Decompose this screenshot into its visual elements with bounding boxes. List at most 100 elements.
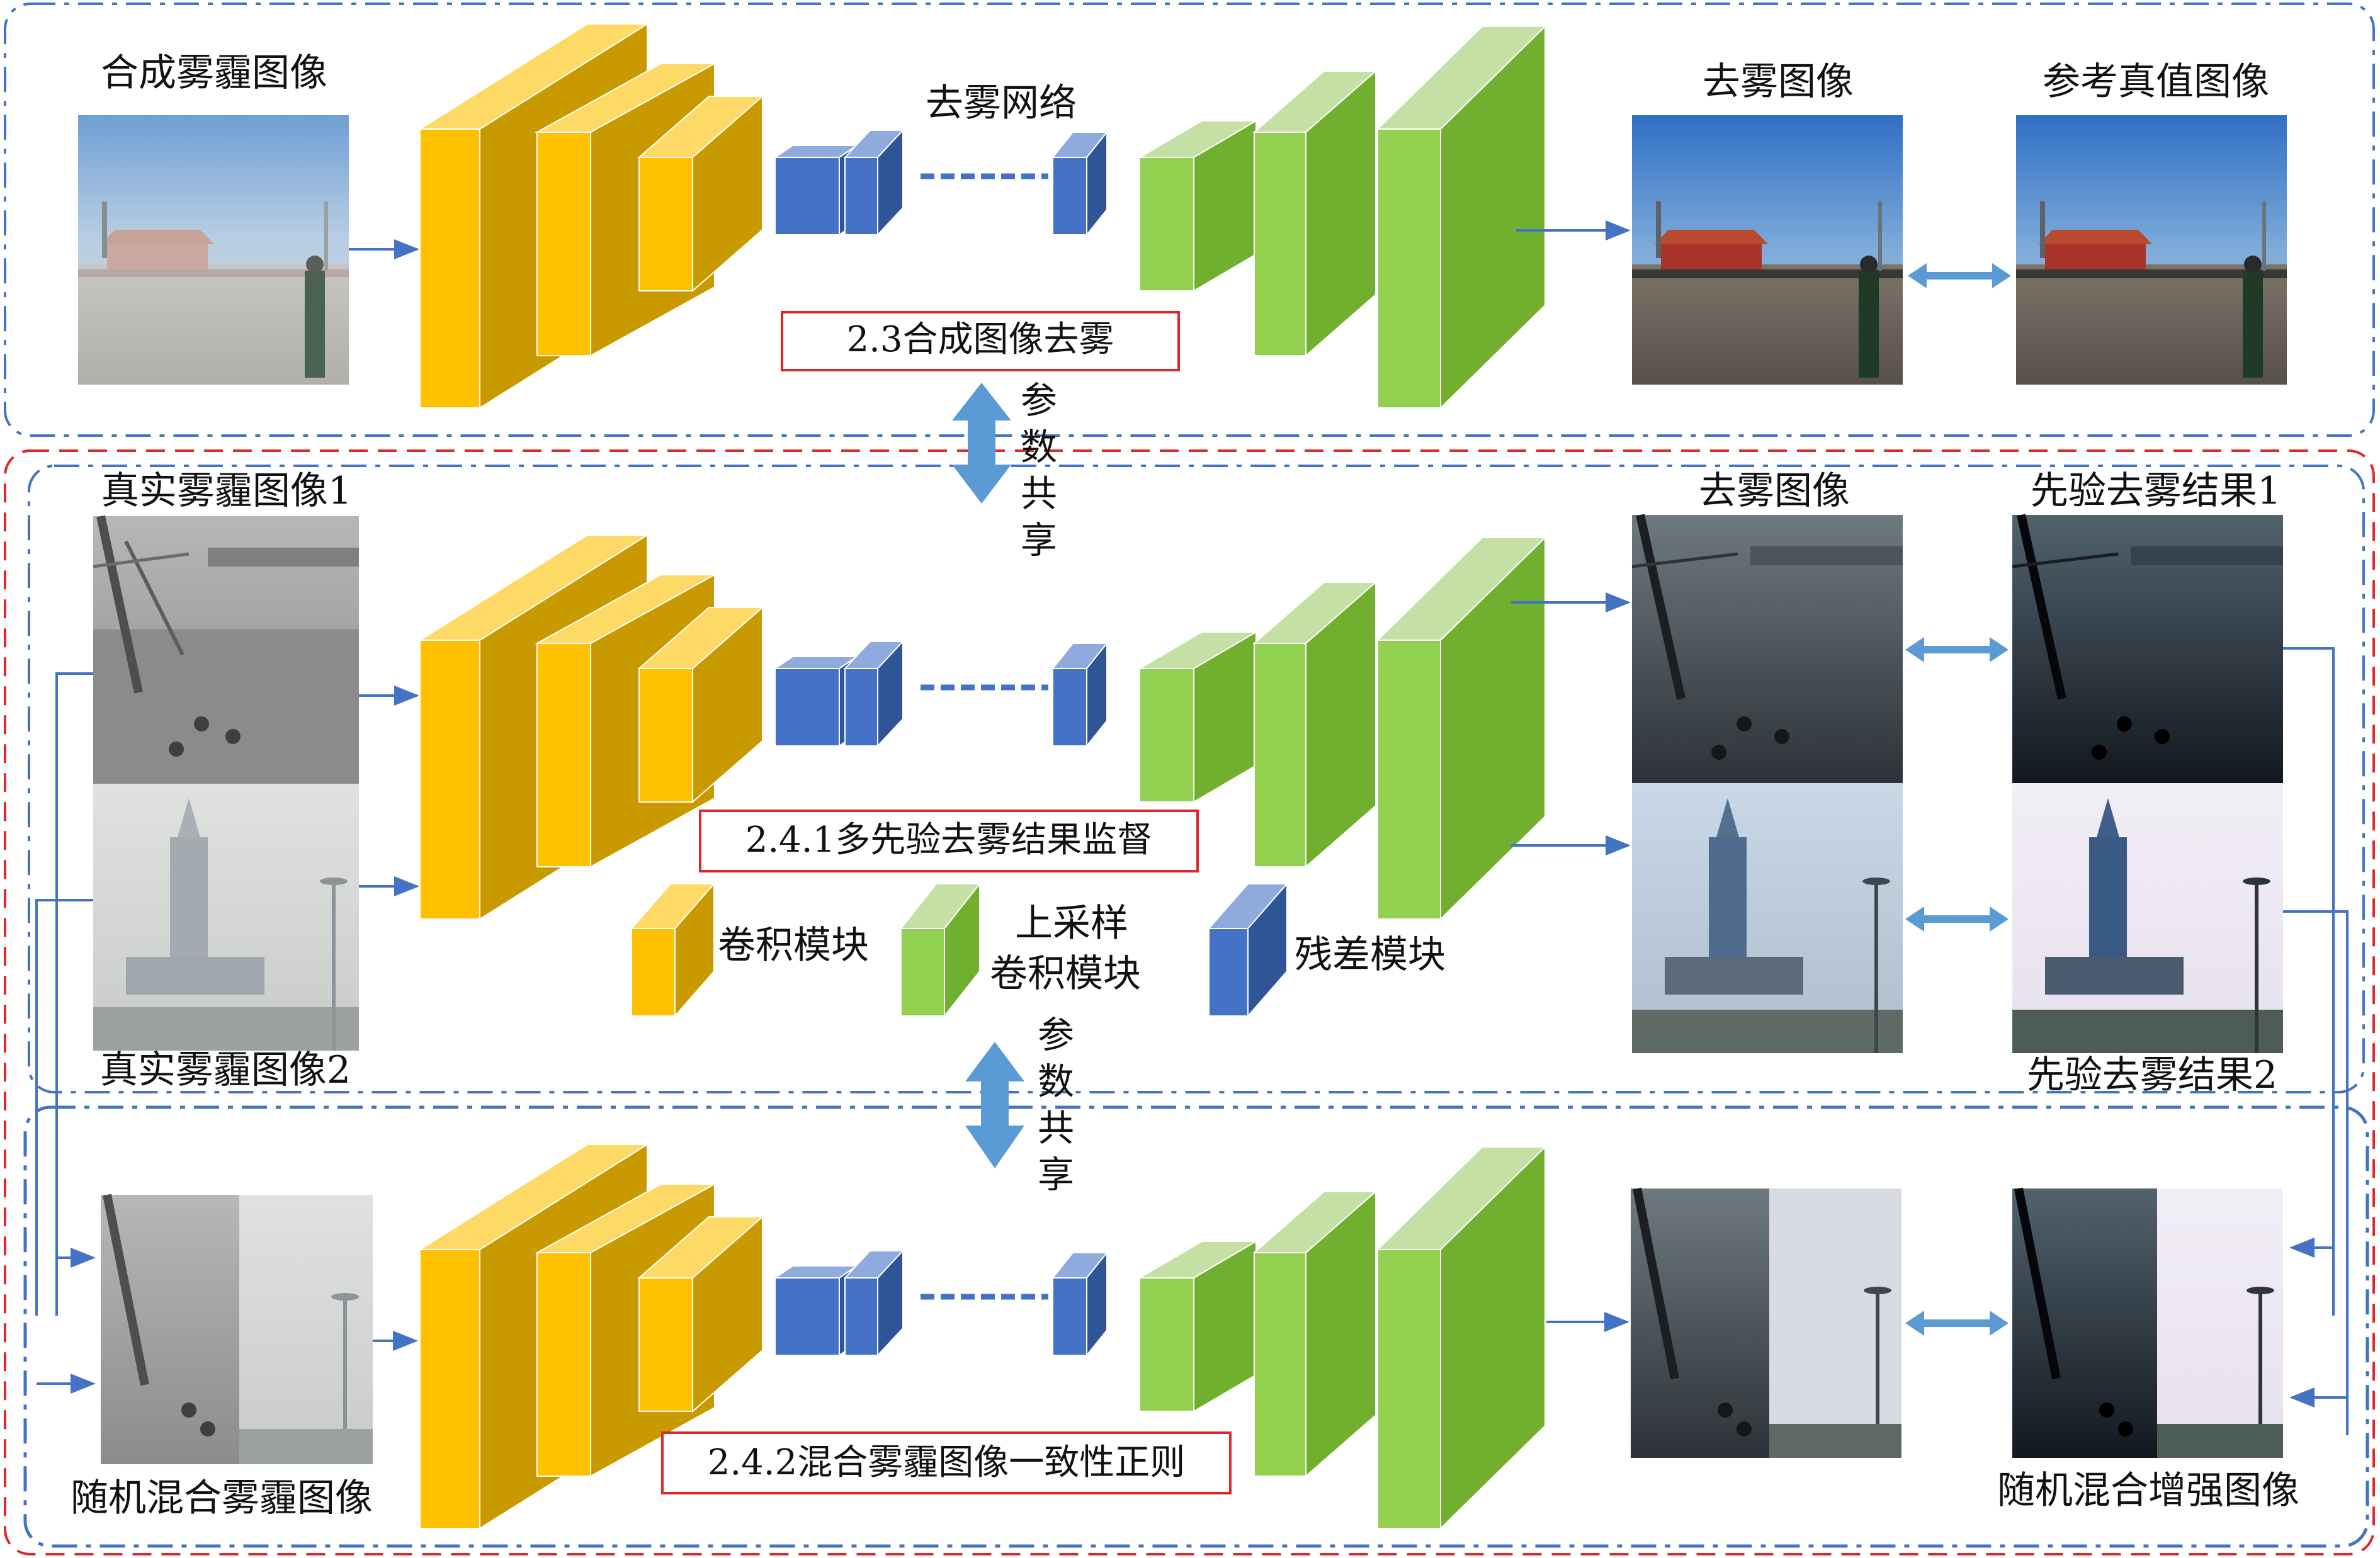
legend-upsample-block [899, 882, 982, 1018]
top-network-label: 去雾网络 [926, 81, 1077, 125]
legend-conv-block-front-face [631, 928, 676, 1017]
top-upsample-block-2 [1252, 69, 1378, 358]
real-hazy-image-2 [93, 784, 359, 1051]
top-reference-image [2016, 115, 2287, 385]
legend-conv-label: 卷积模块 [718, 923, 869, 968]
upper-share-char-4: 享 [1021, 519, 1057, 562]
top-dehaze-network [417, 23, 1547, 410]
upper-share-char-1: 参 [1021, 379, 1057, 422]
top-conv-block-3-front-face [638, 157, 693, 291]
upper-share-char-3: 共 [1021, 472, 1057, 515]
middle-method-box [699, 810, 1199, 872]
bottom-enhanced-label: 随机混合增强图像 [1997, 1469, 2299, 1513]
middle-upsample-block-2-front-face [1254, 643, 1306, 867]
top-conv-block-1-front-face [419, 128, 480, 409]
bottom-conv-block-1-front-face [419, 1249, 480, 1529]
bottom-section-frame [23, 1105, 2369, 1548]
bottom-method-box-label: 2.4.2混合雾霾图像一致性正则 [708, 1442, 1186, 1483]
bottom-residual-block-1-front-face [774, 1277, 840, 1356]
bottom-conv-block-3 [637, 1215, 764, 1413]
bottom-residual-block-3 [1051, 1251, 1109, 1357]
top-input-label: 合成雾霾图像 [101, 51, 327, 95]
left-mixing-connectors [35, 672, 96, 1394]
top-section-frame [4, 3, 2375, 437]
legend-residual-block [1207, 882, 1289, 1018]
middle-upsample-block-1 [1137, 631, 1259, 803]
top-residual-block-3 [1051, 130, 1109, 237]
middle-prior-label-2: 先验去雾结果2 [2027, 1053, 2277, 1097]
middle-prior-label-1: 先验去雾结果1 [2031, 469, 2281, 513]
middle-upsample-block-3-front-face [1377, 640, 1441, 920]
bottom-input-label: 随机混合雾霾图像 [71, 1476, 373, 1520]
prior-dehazed-image-2 [2012, 783, 2283, 1053]
real-hazy-image-1 [93, 515, 359, 784]
middle-conv-block-2-front-face [536, 643, 591, 867]
middle-dehazed-image-2 [1632, 783, 1903, 1053]
middle-conv-block-3 [637, 606, 764, 804]
top-residual-block-2 [843, 128, 905, 237]
middle-compare-double-arrow-1 [1905, 637, 2009, 662]
lower-share-char-1: 参 [1038, 1013, 1074, 1056]
middle-upsample-block-2 [1252, 580, 1378, 869]
top-compare-double-arrow [1908, 263, 2011, 288]
top-conv-block-2-front-face [536, 132, 591, 356]
bottom-conv-block-2-front-face [536, 1252, 591, 1477]
middle-residual-block-3-front-face [1052, 668, 1087, 747]
bottom-upsample-block-1 [1137, 1240, 1259, 1413]
legend-residual-block-front-face [1208, 928, 1249, 1017]
top-upsample-block-3 [1376, 25, 1547, 410]
middle-conv-block-3-front-face [638, 668, 693, 803]
middle-method-box-label: 2.4.1多先验去雾结果监督 [745, 820, 1153, 861]
lower-param-share-double-arrow [965, 1042, 1024, 1168]
lower-share-char-3: 共 [1038, 1107, 1074, 1149]
middle-upsample-block-3 [1376, 536, 1547, 921]
random-mixed-hazy-image [101, 1194, 373, 1464]
lower-share-char-4: 享 [1038, 1153, 1074, 1196]
middle-dehaze-network [417, 534, 1547, 921]
middle-input-label-2: 真实雾霾图像2 [100, 1048, 351, 1092]
bottom-dehaze-network [417, 1143, 1547, 1530]
middle-residual-block-1-front-face [774, 668, 840, 747]
bottom-residual-block-3-front-face [1052, 1277, 1087, 1356]
top-residual-block-1-front-face [774, 157, 840, 235]
legend-upsample-label-1: 上采样 [1015, 901, 1128, 946]
bottom-upsample-block-2 [1252, 1190, 1378, 1478]
legend-conv-block [630, 882, 716, 1018]
top-conv-block-3 [637, 94, 764, 293]
bottom-upsample-block-2-front-face [1254, 1252, 1306, 1477]
middle-dehazed-image-1 [1631, 514, 1903, 783]
bottom-compare-double-arrow [1905, 1311, 2009, 1336]
middle-compare-double-arrow-2 [1905, 906, 2009, 932]
middle-section-frame [28, 465, 2365, 1093]
top-output-label: 去雾图像 [1703, 60, 1854, 104]
legend-upsample-label-2: 卷积模块 [990, 952, 1141, 996]
upper-share-char-2: 数 [1021, 426, 1057, 468]
bottom-dehazed-mixed-image [1631, 1187, 1901, 1458]
legend-upsample-block-front-face [900, 928, 945, 1017]
top-method-box-label: 2.3合成图像去雾 [846, 319, 1114, 360]
top-upsample-block-3-front-face [1377, 128, 1441, 409]
top-dehazed-output-image [1632, 115, 1903, 385]
middle-residual-block-2-front-face [844, 668, 878, 747]
bottom-conv-block-3-front-face [638, 1277, 693, 1412]
middle-input-label-1: 真实雾霾图像1 [101, 469, 352, 513]
bottom-method-box [661, 1431, 1232, 1494]
top-hazy-input-image [78, 115, 349, 385]
lower-share-char-2: 数 [1038, 1060, 1074, 1103]
middle-residual-block-2 [843, 640, 905, 748]
bottom-residual-block-2 [843, 1249, 905, 1357]
top-residual-block-3-front-face [1052, 157, 1087, 235]
right-mixing-connectors [2283, 647, 2349, 1435]
bottom-residual-block-2-front-face [844, 1277, 878, 1356]
prior-dehazed-image-1 [2012, 514, 2283, 783]
top-upsample-block-1 [1137, 120, 1259, 292]
top-upsample-block-1-front-face [1139, 157, 1194, 291]
top-upsample-block-2-front-face [1254, 132, 1306, 356]
middle-output-label: 去雾图像 [1699, 469, 1850, 513]
upper-param-share-double-arrow [952, 383, 1011, 504]
bottom-upsample-block-3-front-face [1377, 1249, 1441, 1529]
bottom-upsample-block-3 [1376, 1145, 1547, 1530]
middle-residual-block-3 [1051, 641, 1109, 748]
middle-upsample-block-1-front-face [1139, 668, 1194, 803]
